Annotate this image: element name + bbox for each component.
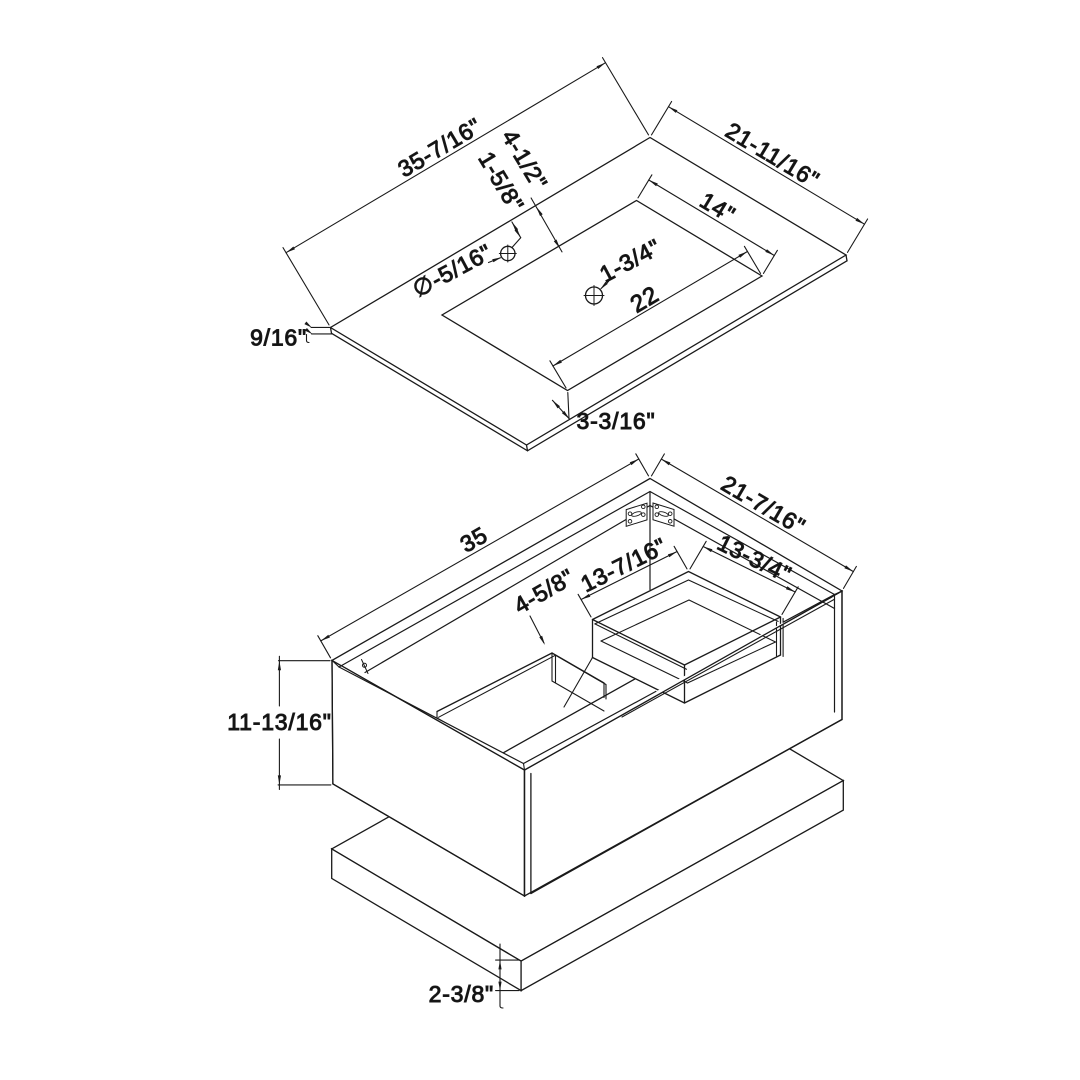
svg-text:11-13/16": 11-13/16" [227,709,331,735]
svg-text:3-3/16": 3-3/16" [577,408,656,434]
svg-text:∅-5/16": ∅-5/16" [408,239,496,302]
svg-text:1-3/4": 1-3/4" [595,234,665,288]
svg-text:35-7/16": 35-7/16" [393,113,486,183]
svg-text:9/16": 9/16" [250,325,307,351]
svg-text:35: 35 [456,521,493,557]
svg-text:2-3/8": 2-3/8" [429,981,494,1007]
svg-text:21-11/16": 21-11/16" [721,117,824,193]
svg-text:13-3/4": 13-3/4" [713,529,795,587]
svg-text:4-5/8": 4-5/8" [509,564,579,619]
svg-text:14": 14" [696,187,740,228]
svg-text:22: 22 [626,281,664,319]
